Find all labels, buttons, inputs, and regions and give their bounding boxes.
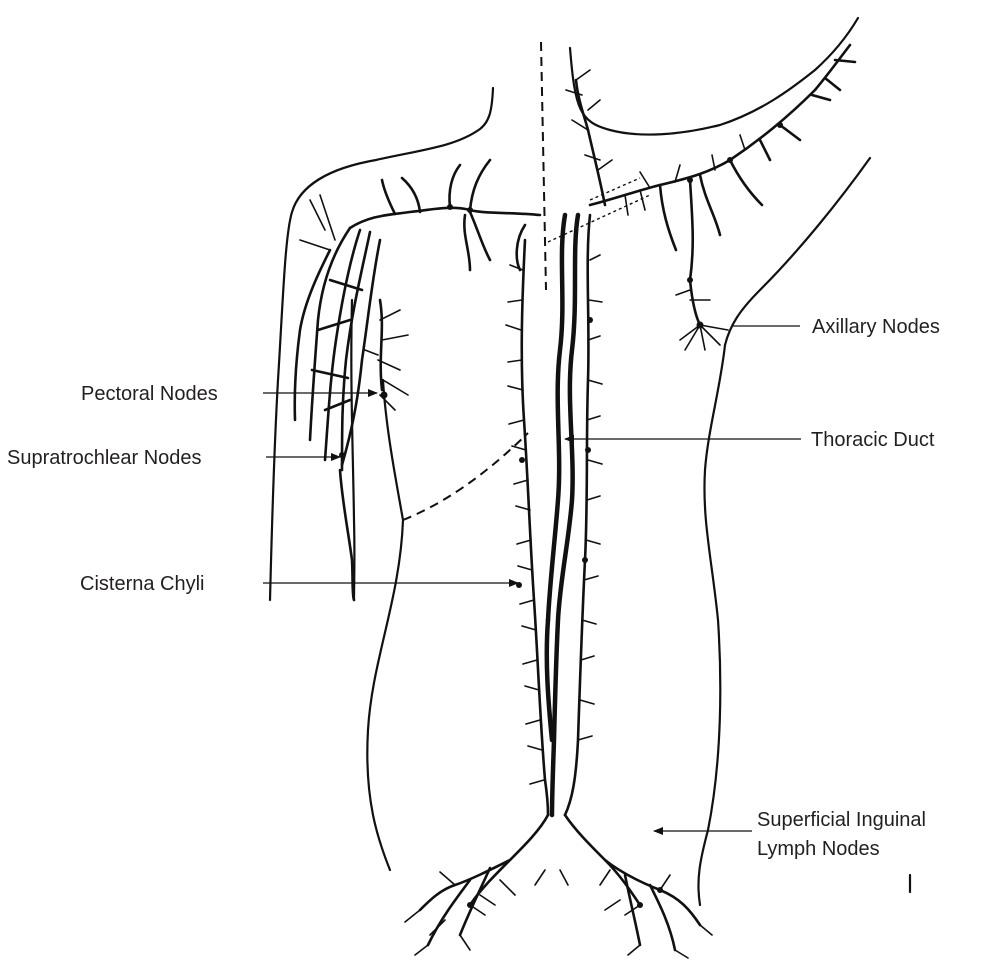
right-shoulder-outline [570, 18, 858, 135]
label-supratrochlear-nodes-group: Supratrochlear Nodes [7, 447, 340, 469]
label-cisterna-chyli: Cisterna Chyli [80, 573, 204, 595]
right-torso-outline [698, 345, 725, 905]
thoracic-duct [547, 215, 578, 815]
label-axillary-nodes-group: Axillary Nodes [733, 316, 940, 338]
label-pectoral-nodes-group: Pectoral Nodes [81, 383, 377, 405]
diaphragm-line [403, 433, 528, 520]
label-pectoral-nodes: Pectoral Nodes [81, 383, 218, 405]
label-thoracic-duct: Thoracic Duct [811, 429, 935, 451]
body-outline [270, 18, 910, 905]
midline [541, 42, 546, 290]
label-cisterna-chyli-group: Cisterna Chyli [80, 573, 518, 595]
label-supratrochlear-nodes: Supratrochlear Nodes [7, 447, 202, 469]
label-superficial-inguinal-line2: Lymph Nodes [757, 838, 880, 860]
label-thoracic-duct-group: Thoracic Duct [565, 429, 935, 451]
label-axillary-nodes: Axillary Nodes [812, 316, 940, 338]
label-superficial-inguinal-line1: Superficial Inguinal [757, 809, 926, 831]
left-torso-outline [367, 380, 403, 870]
label-superficial-inguinal-group: Superficial Inguinal Lymph Nodes [654, 809, 926, 860]
